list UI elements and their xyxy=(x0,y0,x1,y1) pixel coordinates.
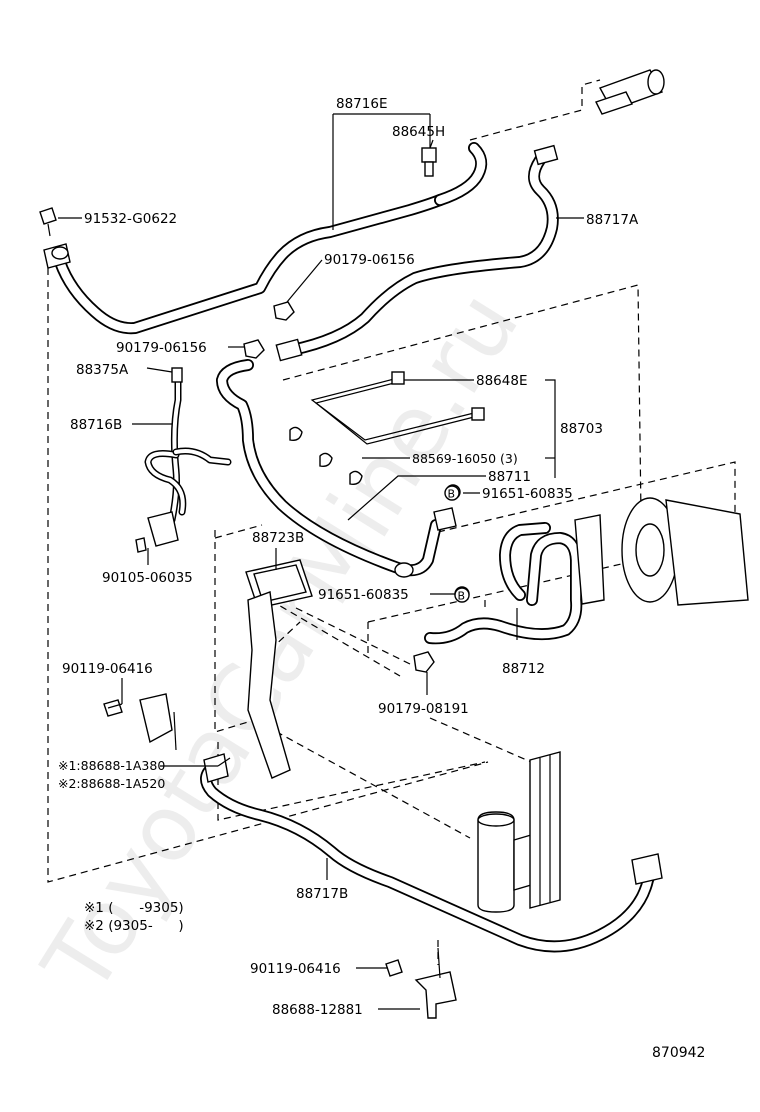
bracket-88688-12881 xyxy=(385,947,457,1019)
bolt-marker-b xyxy=(454,587,470,603)
bolt-91532 xyxy=(39,207,57,237)
fitting-88711-end xyxy=(394,507,457,578)
label-88716E: 88716E xyxy=(336,96,387,112)
assembly-outlines xyxy=(47,79,736,965)
pipe-88716E xyxy=(54,142,488,335)
legend: ※1 ( -9305) ※2 (9305- ) xyxy=(84,900,184,934)
fitting-88717A-end xyxy=(275,144,559,362)
label-90179-06156-b: 90179-06156 xyxy=(116,340,207,356)
label-91651-60835-a: 91651-60835 xyxy=(482,486,573,502)
fitting-88716E-end xyxy=(43,243,71,269)
nut-90179 xyxy=(243,301,435,673)
clamps-88569 xyxy=(289,426,363,486)
label-88645H: 88645H xyxy=(392,124,445,140)
label-90179-06156-a: 90179-06156 xyxy=(324,252,415,268)
bracket-88716B xyxy=(135,511,179,553)
legend-note-1: ※1 ( -9305) xyxy=(84,900,184,916)
label-88703: 88703 xyxy=(560,421,603,437)
bolt-marker-a xyxy=(444,485,460,501)
label-88648E: 88648E xyxy=(476,373,527,389)
label-90105-06035: 90105-06035 xyxy=(102,570,193,586)
label-90119-06416-a: 90119-06416 xyxy=(62,661,153,677)
legend-note-2: ※2 (9305- ) xyxy=(84,918,184,934)
bolt-91651 xyxy=(445,484,470,602)
label-90179-08191: 90179-08191 xyxy=(378,701,469,717)
bracket-88688-1A380 xyxy=(103,693,177,751)
label-91532-G0622: 91532-G0622 xyxy=(84,211,177,227)
label-88717B: 88717B xyxy=(296,886,348,902)
label-88375A: 88375A xyxy=(76,362,129,378)
part-labels: 88716E 88645H 91532-G0622 88717A 90179-0… xyxy=(58,96,639,1018)
label-88688-1A520: ※2:88688-1A520 xyxy=(58,776,165,791)
pipe-88717B xyxy=(200,762,658,953)
compressor xyxy=(574,497,749,606)
label-88688-12881: 88688-12881 xyxy=(272,1002,363,1018)
condenser xyxy=(529,751,561,909)
label-88688-1A380: ※1:88688-1A380 xyxy=(58,758,165,773)
pipe-88717A xyxy=(286,154,559,356)
bolt-markers: B B xyxy=(444,485,470,603)
evaporator-bracket xyxy=(247,591,291,779)
connector-top-right xyxy=(595,69,665,115)
label-88716B: 88716B xyxy=(70,417,122,433)
fitting-88717B-end xyxy=(203,753,663,885)
leader-lines xyxy=(58,113,584,1010)
pipe-88712 xyxy=(424,522,583,645)
bolt-marker-a-letter: B xyxy=(448,488,456,501)
connector-88648E xyxy=(391,371,485,421)
label-90119-06416-b: 90119-06416 xyxy=(250,961,341,977)
label-88569-16050: 88569-16050 (3) xyxy=(412,451,518,466)
pipe-88716B xyxy=(144,378,232,524)
valve-88645H xyxy=(421,147,437,177)
label-88717A: 88717A xyxy=(586,212,639,228)
diagram-reference-number: 870942 xyxy=(652,1045,705,1061)
bolt-marker-b-letter: B xyxy=(458,590,466,603)
label-91651-60835-b: 91651-60835 xyxy=(318,587,409,603)
label-88712: 88712 xyxy=(502,661,545,677)
pipe-88703 xyxy=(310,377,479,445)
label-88711: 88711 xyxy=(488,469,531,485)
sensor-88375A xyxy=(171,367,183,383)
label-88723B: 88723B xyxy=(252,530,304,546)
